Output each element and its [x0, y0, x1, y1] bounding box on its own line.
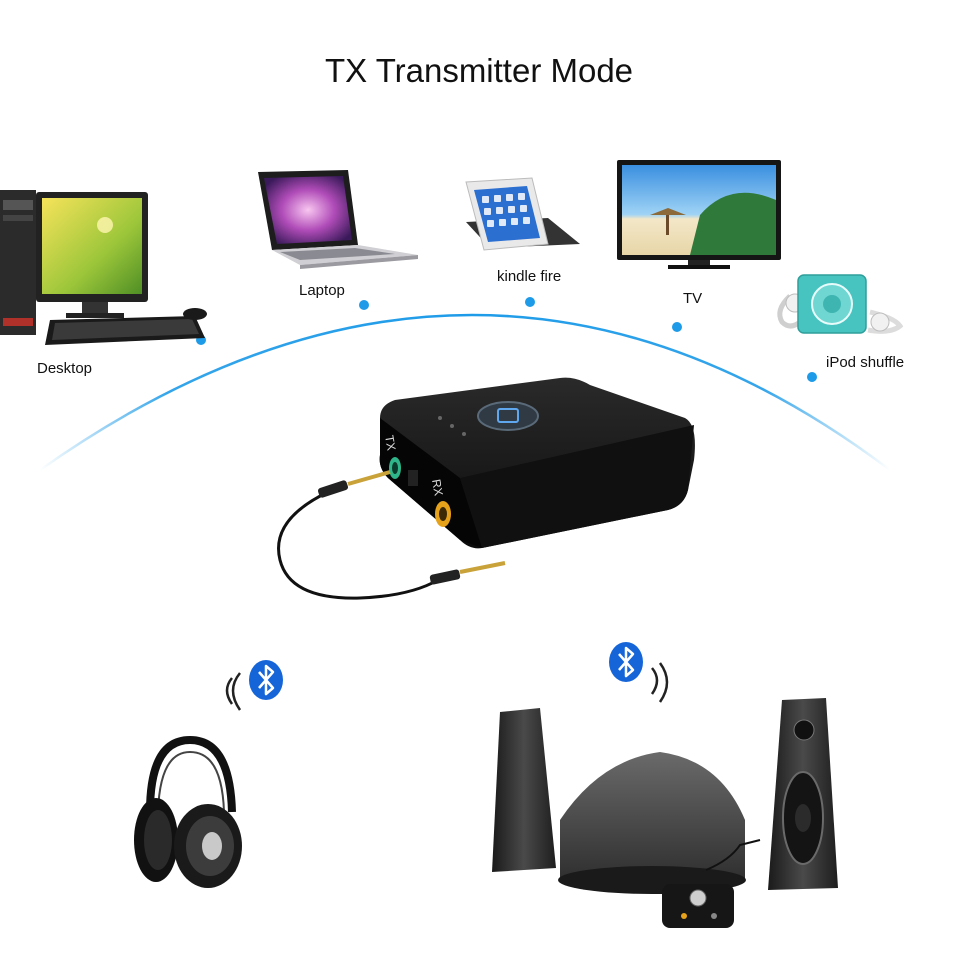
desktop-computer-icon: [0, 190, 207, 345]
device-label-ipod-shuffle: iPod shuffle: [826, 354, 905, 371]
bluetooth-transmitter-icon: [379, 377, 695, 549]
bluetooth-icon: [609, 642, 669, 703]
speaker-system-icon: [492, 698, 838, 928]
tv-icon: [617, 160, 781, 269]
port-tx-label: TX: [382, 434, 398, 452]
aux-cable-icon: [277, 470, 506, 600]
device-label-desktop: Desktop: [37, 360, 93, 377]
ipod-shuffle-icon: [777, 274, 904, 334]
connection-arc: [39, 313, 891, 472]
connection-dot-kindle: [525, 297, 535, 307]
device-label-tv: TV: [683, 290, 703, 307]
connection-dot-tv: [672, 322, 682, 332]
headphones-icon: [134, 735, 242, 888]
connection-dot-ipod: [807, 372, 817, 382]
device-label-kindle-fire: kindle fire: [497, 268, 562, 285]
tablet-icon: [465, 177, 580, 251]
port-rx-label: RX: [429, 478, 446, 497]
connection-dot-laptop: [359, 300, 369, 310]
device-label-laptop: Laptop: [299, 282, 345, 299]
bluetooth-icon: [225, 660, 283, 711]
diagram-title: TX Transmitter Mode: [324, 52, 634, 89]
laptop-icon: [258, 170, 418, 269]
